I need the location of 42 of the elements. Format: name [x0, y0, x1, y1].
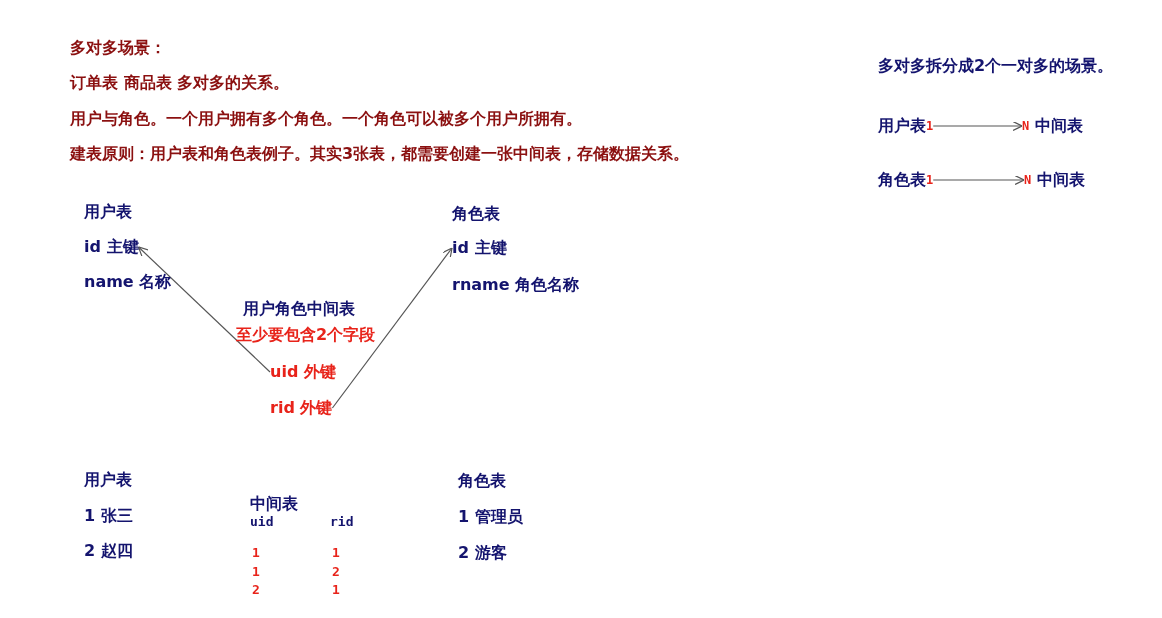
- node-text: rid 外键: [270, 398, 333, 418]
- table-cell: 1: [332, 582, 340, 598]
- node-text: uid 外键: [270, 362, 336, 382]
- text-label: 角色表: [452, 204, 500, 224]
- text-label: 2 游客: [458, 543, 507, 563]
- multiplicity-mark: N: [1022, 118, 1030, 135]
- arrow: [137, 246, 271, 373]
- table-cell: rid: [330, 514, 354, 530]
- arrow: [932, 174, 1025, 186]
- text-label: 至少要包含2个字段: [236, 325, 376, 345]
- node-text: 中间表: [1037, 170, 1086, 190]
- node-text: 中间表: [1035, 116, 1084, 136]
- table-cell: uid: [250, 514, 274, 530]
- table-cell: 2: [252, 582, 260, 598]
- table-cell: 1: [332, 545, 340, 561]
- text-label: 中间表: [250, 494, 298, 514]
- arrow: [331, 247, 453, 409]
- note-text: 建表原则：用户表和角色表例子。其实3张表，都需要创建一张中间表，存储数据关系。: [70, 144, 690, 164]
- node-text: id 主键: [84, 237, 139, 257]
- node-text: 用户表: [878, 116, 926, 136]
- multiplicity-mark: 1: [926, 173, 934, 189]
- text-label: 多对多拆分成2个一对多的场景。: [878, 56, 1114, 76]
- node-text: id 主键: [452, 238, 507, 258]
- multiplicity-mark: 1: [926, 119, 934, 135]
- node-text: 角色表: [878, 170, 926, 190]
- text-label: 角色表: [458, 471, 506, 491]
- text-label: name 名称: [84, 272, 172, 292]
- note-text: 订单表 商品表 多对多的关系。: [70, 73, 290, 93]
- multiplicity-mark: N: [1024, 172, 1032, 189]
- table-cell: 1: [252, 564, 260, 580]
- table-cell: 1: [252, 545, 260, 561]
- text-label: 用户表: [84, 202, 132, 222]
- note-text: 多对多场景：: [70, 38, 166, 58]
- note-text: 用户与角色。一个用户拥有多个角色。一个角色可以被多个用户所拥有。: [70, 109, 582, 129]
- text-label: rname 角色名称: [452, 275, 580, 295]
- arrow: [932, 120, 1023, 132]
- table-cell: 2: [332, 564, 340, 580]
- text-label: 2 赵四: [84, 541, 133, 561]
- text-label: 1 管理员: [458, 507, 523, 527]
- text-label: 用户角色中间表: [243, 299, 355, 319]
- text-label: 1 张三: [84, 506, 133, 526]
- text-label: 用户表: [84, 470, 132, 490]
